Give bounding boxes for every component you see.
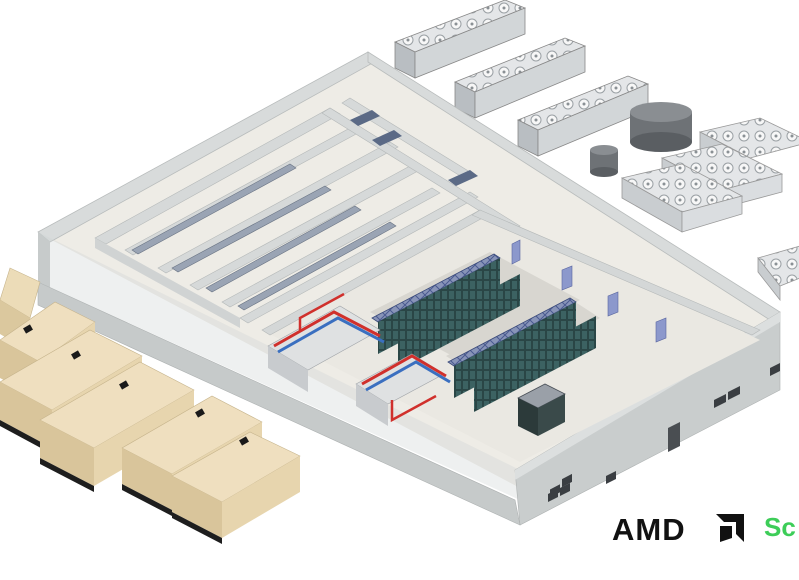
- it-hall: [261, 209, 761, 462]
- switchgear-lineups: [131, 163, 397, 311]
- generator-units: [0, 267, 301, 544]
- amd-logo: AMD: [612, 512, 686, 547]
- small-tank: [590, 145, 618, 177]
- windows: [548, 363, 780, 502]
- schneider-electric-logo: Sc: [764, 512, 796, 542]
- large-tank: [630, 102, 692, 152]
- outer-wall-left-face: [38, 232, 50, 290]
- dry-cooler: [620, 163, 744, 233]
- entrance-door: [668, 422, 680, 452]
- dry-coolers: [620, 117, 799, 302]
- chiller-units: [394, 0, 650, 157]
- piping-system: [267, 292, 451, 426]
- dry-cooler: [757, 245, 799, 302]
- cdu-group: [267, 292, 385, 392]
- water-tanks: [590, 102, 692, 177]
- rack-row: [370, 252, 580, 370]
- electrical-rooms: [94, 97, 521, 328]
- chiller-unit: [454, 37, 587, 119]
- amd-arrow-icon: [716, 514, 744, 542]
- wall-panels: [511, 239, 667, 343]
- chiller-unit: [517, 75, 650, 157]
- cooling-unit: [517, 383, 566, 436]
- cdu-group: [355, 353, 451, 426]
- chiller-unit: [394, 0, 527, 79]
- generator-unit: [171, 431, 301, 544]
- rack-row: [446, 296, 600, 412]
